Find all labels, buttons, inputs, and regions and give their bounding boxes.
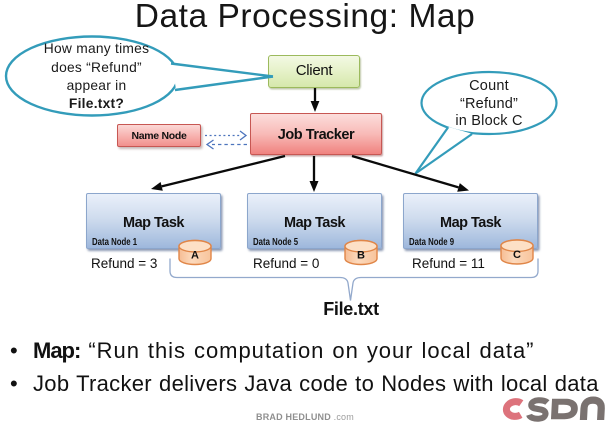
svg-text:C: C	[513, 249, 521, 261]
svg-text:A: A	[191, 250, 199, 262]
svg-text:B: B	[357, 250, 365, 262]
